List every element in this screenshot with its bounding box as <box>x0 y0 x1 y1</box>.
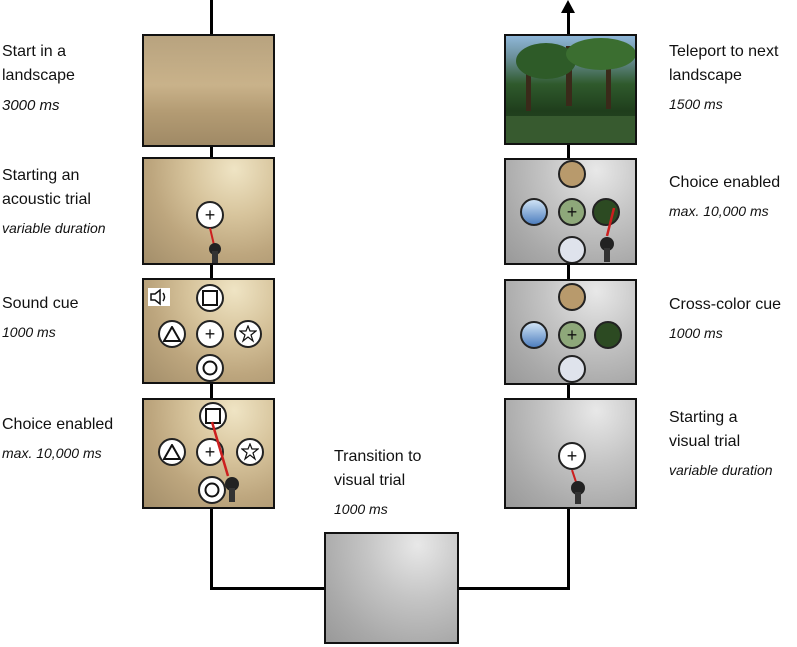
step-title: Choice enabled <box>669 174 781 191</box>
circle-shape-icon <box>196 354 224 382</box>
star-shape-icon <box>234 320 262 348</box>
connector-right-2 <box>567 264 570 280</box>
step-title: Teleport to next landscape <box>669 43 779 84</box>
step-title: Choice enabled <box>2 416 114 433</box>
step-title: Sound cue <box>2 295 79 312</box>
trees-icon <box>506 38 635 143</box>
fixation-cross-icon: + <box>558 442 586 470</box>
step-label-start-landscape: Start in a landscape 3000 ms <box>2 40 75 118</box>
fixation-cross-icon: + <box>196 201 224 229</box>
step-duration: 1000 ms <box>669 325 723 341</box>
step-duration: max. 10,000 ms <box>2 445 102 461</box>
panel-sound-cue: + <box>142 278 275 384</box>
step-label-acoustic-trial: Starting an acoustic trial variable dura… <box>2 164 106 240</box>
step-title: Cross-color cue <box>669 296 782 313</box>
connector-top-left <box>210 0 213 36</box>
speaker-icon <box>148 288 170 306</box>
snow-landscape-icon <box>558 355 586 383</box>
sand-landscape-icon <box>558 283 586 311</box>
step-label-teleport: Teleport to next landscape 1500 ms <box>669 40 778 116</box>
circle-shape-icon <box>198 476 226 504</box>
connector-right-3 <box>567 383 570 399</box>
panel-choice-acoustic: + <box>142 398 275 509</box>
step-duration: max. 10,000 ms <box>669 203 769 219</box>
step-duration: 1500 ms <box>669 96 723 112</box>
snow-landscape-icon <box>558 236 586 263</box>
connector-left-down <box>210 508 213 590</box>
step-duration: variable duration <box>669 462 773 478</box>
step-label-sound-cue: Sound cue 1000 ms <box>2 292 79 344</box>
step-duration: 1000 ms <box>2 324 56 340</box>
panel-transition <box>324 532 459 644</box>
fixation-cross-icon: + <box>196 438 224 466</box>
arrow-up-icon <box>561 0 575 13</box>
step-duration: variable duration <box>2 220 106 236</box>
step-label-choice-visual: Choice enabled max. 10,000 ms <box>669 171 780 223</box>
fixation-cross-icon: + <box>196 320 224 348</box>
connector-bottom-right <box>458 587 570 590</box>
forest-landscape-icon <box>594 321 622 349</box>
panel-teleport <box>504 34 637 145</box>
square-shape-icon <box>199 402 227 430</box>
step-label-visual-trial: Starting a visual trial variable duratio… <box>669 406 773 482</box>
sand-landscape-icon <box>558 160 586 188</box>
step-title: Starting a visual trial <box>669 409 741 450</box>
fixation-cross-icon: + <box>558 198 586 226</box>
step-label-choice-acoustic: Choice enabled max. 10,000 ms <box>2 413 113 465</box>
step-duration: 1000 ms <box>334 501 388 517</box>
connector-top-right <box>567 10 570 34</box>
triangle-shape-icon <box>158 438 186 466</box>
forest-landscape-icon <box>592 198 620 226</box>
ocean-landscape-icon <box>520 321 548 349</box>
step-title: Transition to visual trial <box>334 448 422 489</box>
connector-left-3 <box>210 383 213 399</box>
connector-left-2 <box>210 264 213 278</box>
panel-acoustic-trial: + <box>142 157 275 265</box>
panel-start-landscape <box>142 34 275 147</box>
connector-bottom-left <box>210 587 325 590</box>
step-label-transition: Transition to visual trial 1000 ms <box>334 445 421 521</box>
panel-cross-color-cue: + <box>504 279 637 385</box>
square-shape-icon <box>196 284 224 312</box>
star-shape-icon <box>236 438 264 466</box>
connector-right-1 <box>567 144 570 158</box>
step-title: Start in a landscape <box>2 43 75 84</box>
connector-right-up <box>567 508 570 590</box>
step-duration: 3000 ms <box>2 97 60 114</box>
step-label-cross-color-cue: Cross-color cue 1000 ms <box>669 293 781 345</box>
fixation-cross-icon: + <box>558 321 586 349</box>
triangle-shape-icon <box>158 320 186 348</box>
connector-left-1 <box>210 146 213 158</box>
step-title: Starting an acoustic trial <box>2 167 91 208</box>
panel-visual-trial: + <box>504 398 637 509</box>
panel-choice-visual: + <box>504 158 637 265</box>
ocean-landscape-icon <box>520 198 548 226</box>
